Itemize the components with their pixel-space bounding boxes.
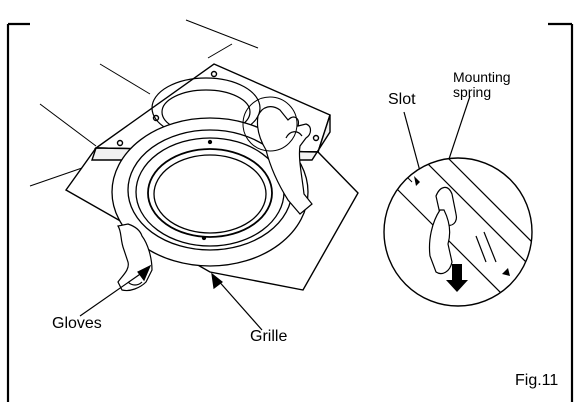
detail-circle (242, 96, 298, 152)
mounting-spring-label-line1: Mounting (453, 69, 511, 85)
grille-label: Grille (250, 328, 288, 345)
mounting-spring-label-line2: spring (453, 83, 492, 100)
slot-label: Slot (388, 91, 416, 108)
mounting-spring-label: Mounting spring (453, 70, 511, 99)
slot-marker-icon-2 (502, 268, 510, 276)
figure-border (6, 22, 574, 402)
magnified-detail (383, 157, 533, 307)
slot-marker-icon (414, 176, 420, 186)
push-down-arrow-icon (446, 264, 468, 292)
figure-number: Fig.11 (515, 372, 559, 389)
gloves-label: Gloves (52, 315, 102, 332)
ceiling-lines (29, 19, 259, 187)
hand-right (256, 106, 313, 215)
grille-ring (111, 117, 309, 267)
